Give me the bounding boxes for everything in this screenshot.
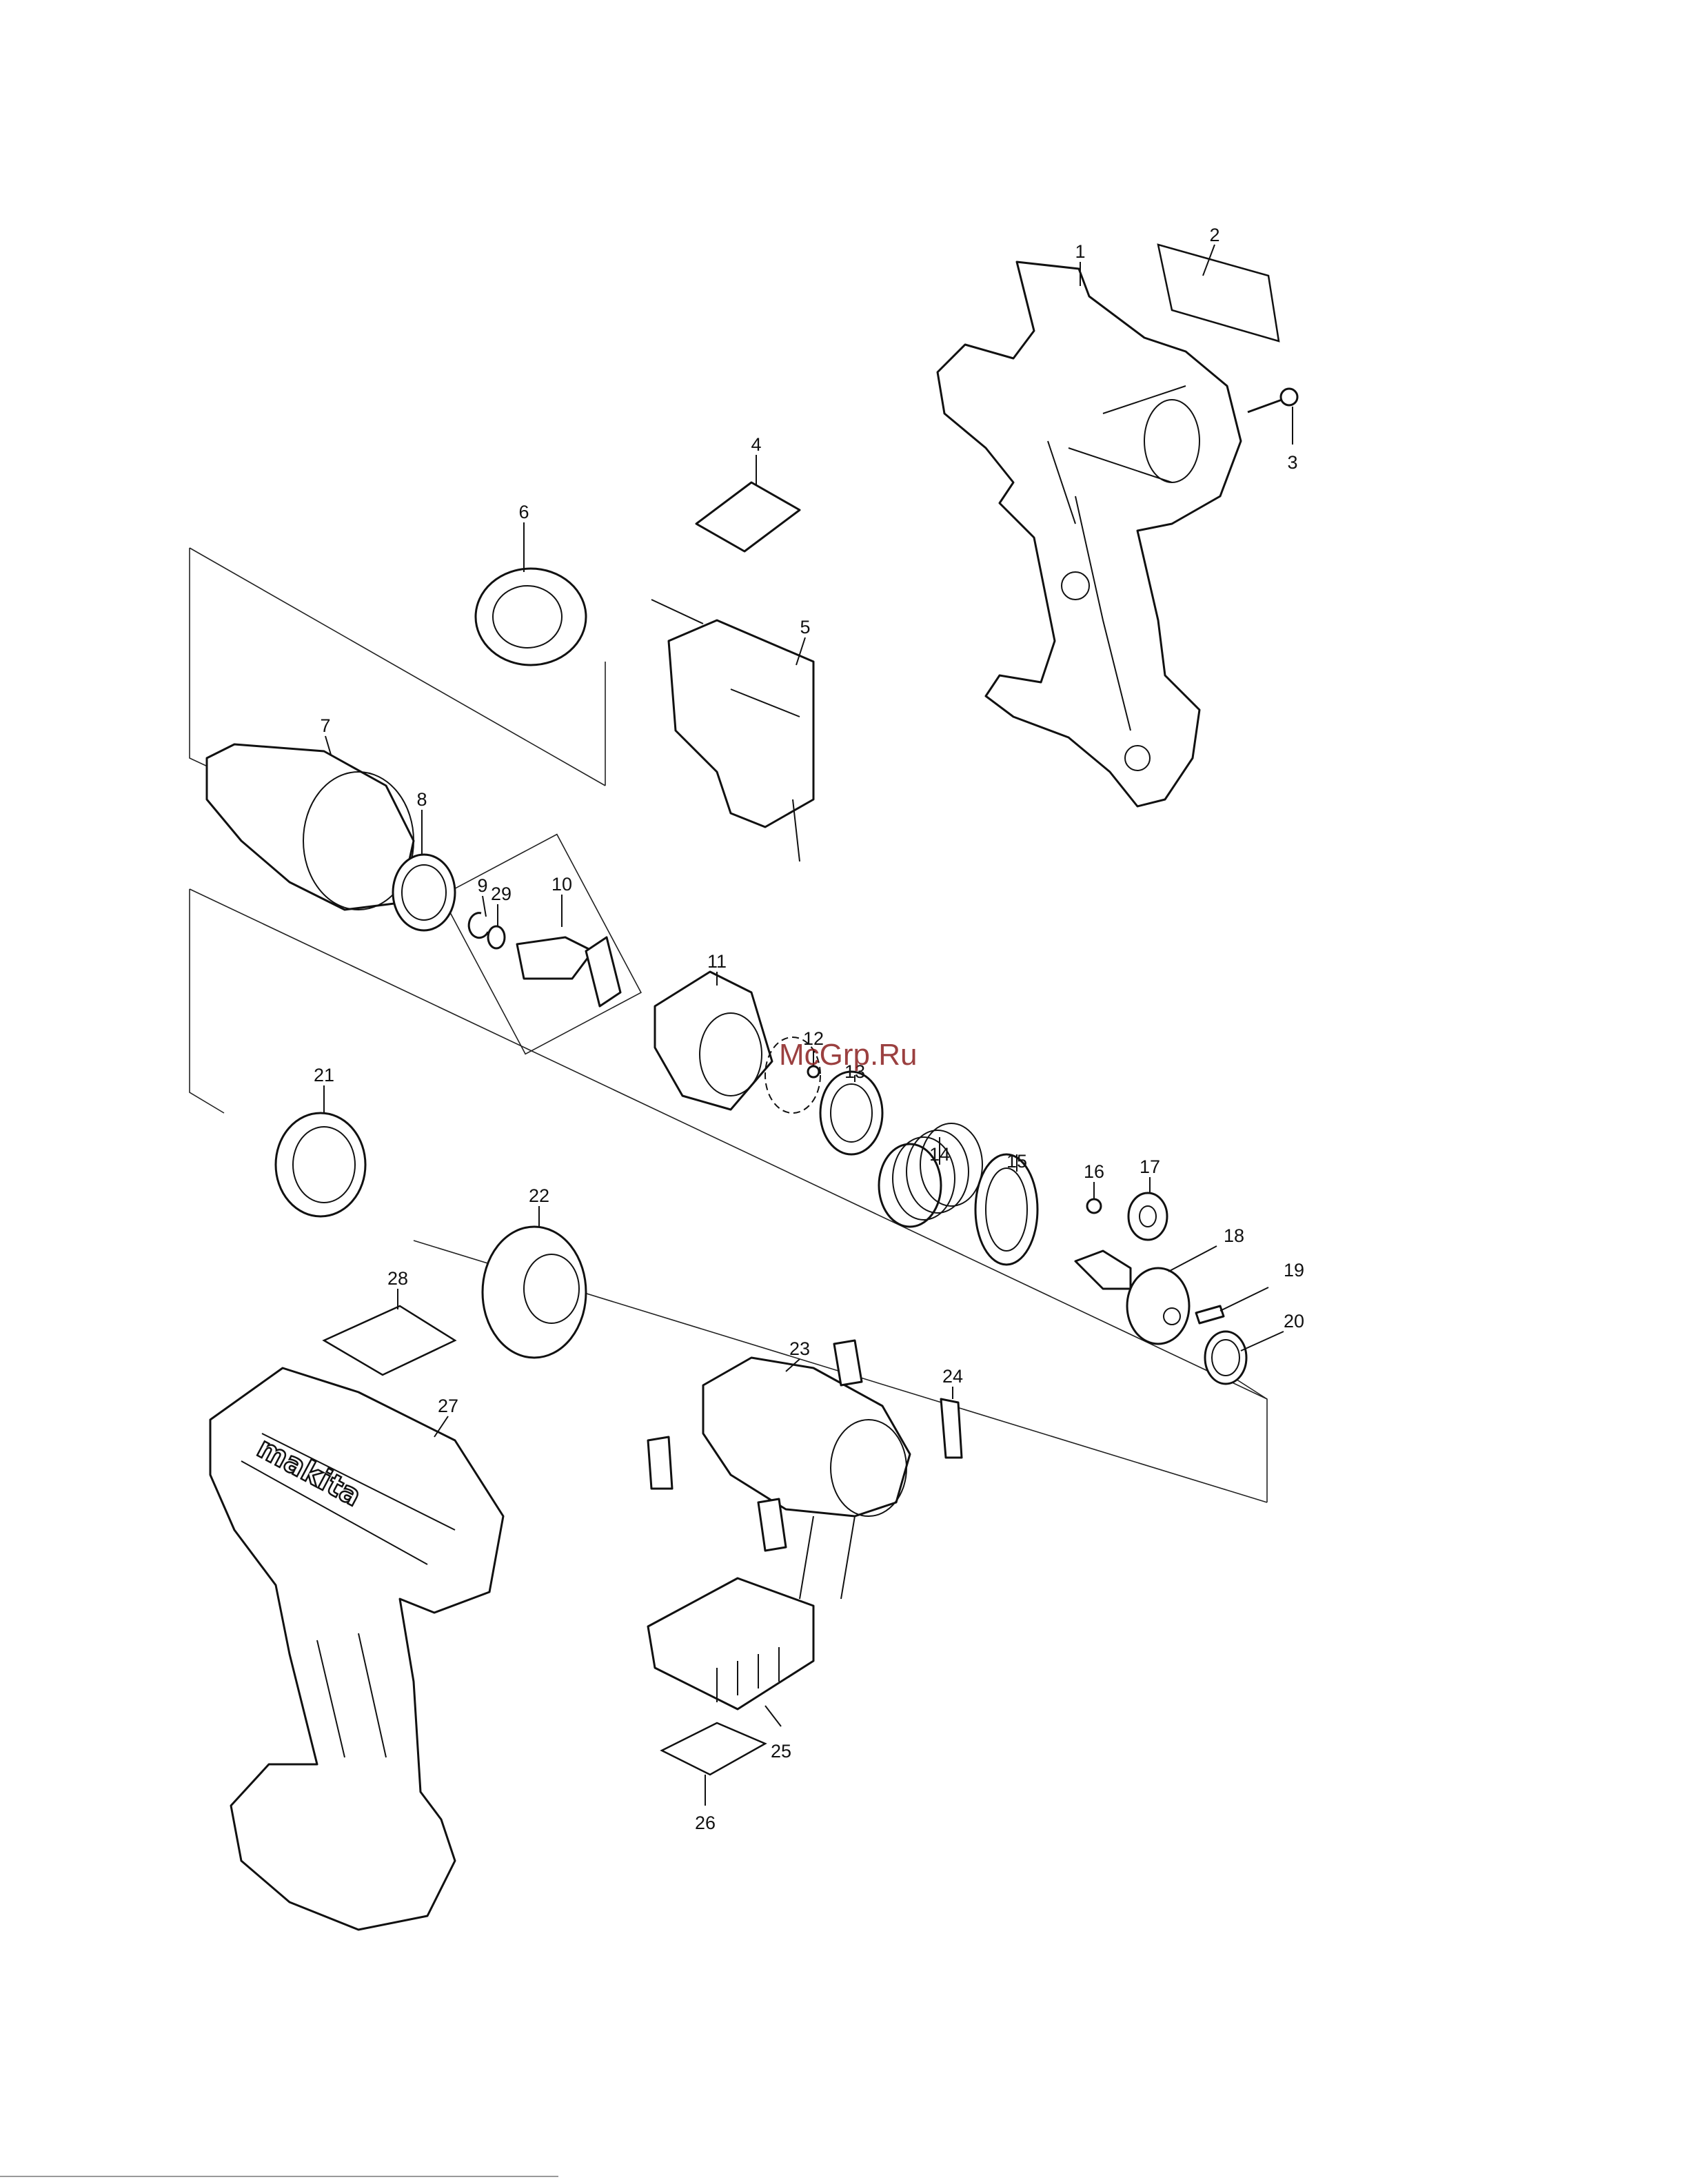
complete-housing-part-27: makita [210,1368,503,1930]
callout-9: 9 [477,875,487,896]
callout-19: 19 [1284,1260,1304,1280]
label-sheet-part-28 [324,1306,455,1375]
callout-11: 11 [707,951,727,972]
assembly-frame-mid-left [190,889,224,1113]
switch-lever-part-4 [696,482,800,551]
washer-part-20 [1205,1331,1246,1384]
callout-3: 3 [1287,452,1297,473]
spindle-part-18 [1075,1251,1189,1344]
housing-set-part-1 [938,262,1241,806]
bearing-box-part-22 [483,1227,586,1358]
callout-24: 24 [942,1366,963,1387]
callout-10: 10 [551,874,572,895]
callout-4: 4 [751,434,761,455]
callout-2: 2 [1209,225,1219,245]
steel-ball-part-16 [1087,1199,1101,1213]
ring-part-6 [476,569,586,665]
callout-25: 25 [771,1741,791,1762]
hammer-case-cover-part-7 [207,744,414,910]
internal-gear-part-21 [276,1113,365,1216]
assembly-frame-right [1213,1365,1267,1502]
callout-8: 8 [416,789,427,810]
compression-spring-part-14 [879,1123,982,1227]
callout-28: 28 [387,1268,408,1289]
callout-18: 18 [1224,1225,1244,1246]
callout-7: 7 [320,715,330,736]
callout-21: 21 [314,1065,334,1085]
o-ring-part-29 [488,926,505,948]
retaining-ring-part-9 [469,913,488,938]
callout-23: 23 [789,1338,810,1359]
callout-20: 20 [1284,1311,1304,1331]
anvil-part-10 [517,937,620,1006]
callout-5: 5 [800,617,810,637]
callout-14: 14 [929,1144,950,1165]
callout-29: 29 [491,884,512,904]
callout-27: 27 [438,1396,458,1416]
callout-22: 22 [529,1185,549,1206]
nameplate-part-2 [1158,245,1279,341]
bearing-part-17 [1128,1193,1167,1240]
callout-1: 1 [1075,241,1085,262]
switch-part-5 [651,600,813,861]
flat-washer-part-13 [820,1072,882,1154]
callout-16: 16 [1084,1161,1104,1182]
controller-part-25 [648,1578,813,1709]
callout-26: 26 [695,1813,716,1833]
tapping-screw-part-3 [1248,389,1297,412]
callout-17: 17 [1140,1156,1160,1177]
pin-part-19 [1196,1306,1224,1323]
callout-6: 6 [518,502,529,522]
magnet-part-24 [941,1399,962,1458]
hammer-part-11 [655,972,772,1110]
motor-part-23 [648,1340,910,1599]
watermark: McGrp.Ru [779,1038,917,1072]
callout-15: 15 [1006,1151,1027,1172]
insulation-sheet-part-26 [662,1723,765,1775]
washer-part-8 [393,855,455,930]
